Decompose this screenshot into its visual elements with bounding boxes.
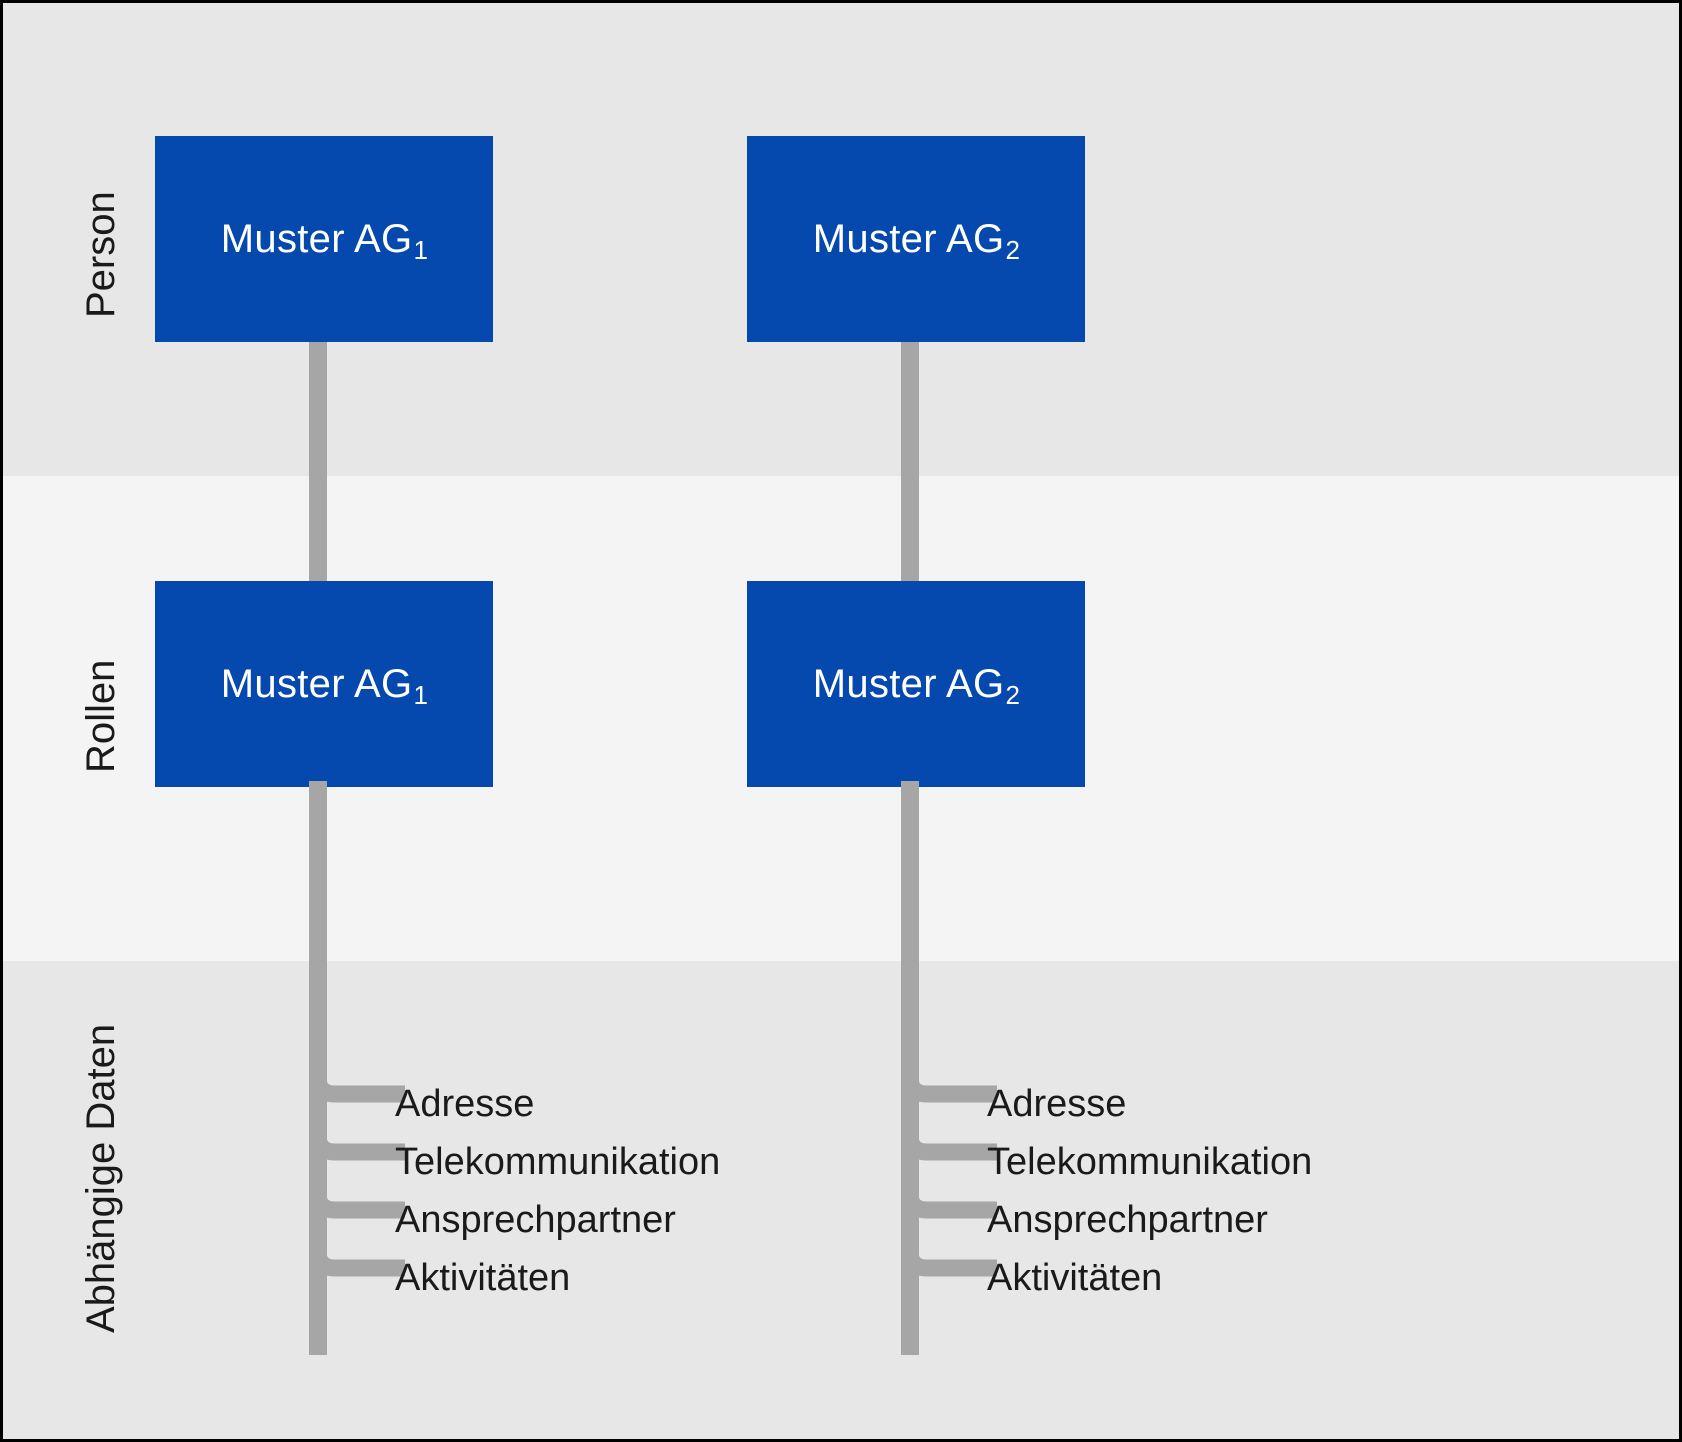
branch-line-col1-0 [309, 1061, 405, 1103]
node-person-col2[interactable]: Muster AG2 [747, 136, 1085, 342]
node-person-col1-label: Muster AG1 [220, 216, 429, 265]
branch-line-col1-3 [309, 1235, 405, 1277]
node-rolle-col2-index: 2 [1005, 679, 1021, 710]
dependent-data-col2-item-3[interactable]: Aktivitäten [987, 1257, 1163, 1299]
dependent-data-col1-item-2[interactable]: Ansprechpartner [395, 1199, 676, 1241]
dependent-data-col1-item-0[interactable]: Adresse [395, 1083, 535, 1125]
connector-person-to-rolle-col1 [309, 336, 327, 586]
band-label-person-text: Person [79, 191, 123, 318]
branch-line-col1-2 [309, 1177, 405, 1219]
band-daten [3, 961, 1679, 1439]
branch-line-col2-3 [901, 1235, 997, 1277]
node-person-col1-index: 1 [413, 234, 429, 265]
node-person-col1[interactable]: Muster AG1 [155, 136, 493, 342]
connector-tree-col2 [901, 781, 1021, 1381]
dependent-data-col2-item-0[interactable]: Adresse [987, 1083, 1127, 1125]
connector-tree-col2-svg [901, 781, 997, 1355]
branch-line-col2-0 [901, 1061, 997, 1103]
node-rolle-col2[interactable]: Muster AG2 [747, 581, 1085, 787]
node-person-col2-label: Muster AG2 [812, 216, 1021, 265]
band-label-dependent-data-text: Abhängige Daten [79, 1023, 123, 1333]
band-label-rollen-text: Rollen [79, 659, 123, 773]
node-rolle-col1[interactable]: Muster AG1 [155, 581, 493, 787]
dependent-data-col1-item-3[interactable]: Aktivitäten [395, 1257, 571, 1299]
dependent-data-col1-item-1[interactable]: Telekommunikation [395, 1141, 721, 1183]
connector-tree-col1 [309, 781, 429, 1381]
node-rolle-col1-index: 1 [413, 679, 429, 710]
dependent-data-col2-item-2[interactable]: Ansprechpartner [987, 1199, 1268, 1241]
connector-tree-col1-svg [309, 781, 405, 1355]
connector-person-to-rolle-col2 [901, 336, 919, 586]
branch-line-col1-1 [309, 1119, 405, 1161]
dependent-data-col2-item-1[interactable]: Telekommunikation [987, 1141, 1313, 1183]
branch-line-col2-2 [901, 1177, 997, 1219]
node-rolle-col2-label: Muster AG2 [812, 661, 1021, 710]
node-person-col2-index: 2 [1005, 234, 1021, 265]
node-rolle-col1-label: Muster AG1 [220, 661, 429, 710]
branch-line-col2-1 [901, 1119, 997, 1161]
